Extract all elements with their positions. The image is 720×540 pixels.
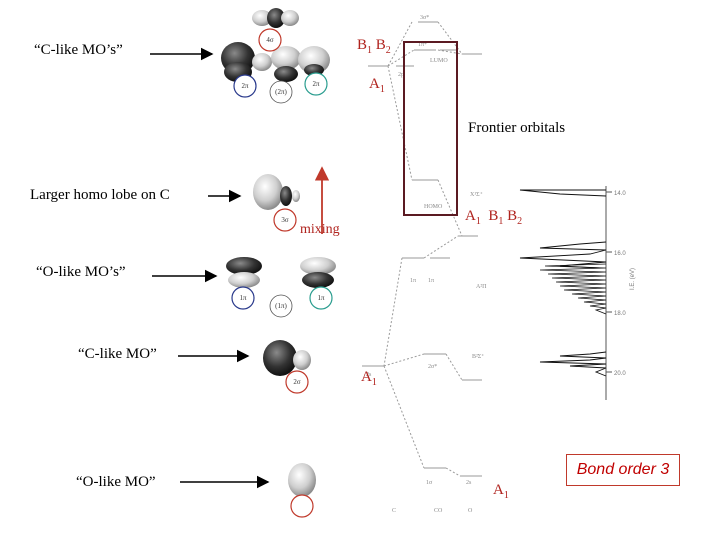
level-2sigma-star: 2σ* [428,364,437,370]
sym-a1-letter: A [369,76,380,92]
level-2s-c: 2s [366,372,372,378]
orbital-1pi-right-image [300,257,336,288]
level-3sigma-star: 3σ* [420,15,429,21]
sym-b1-sub: 1 [498,216,504,227]
level-a-pi: A²Π [476,284,487,290]
sym-a1-letter: A [465,208,476,224]
foot-o: O [468,508,473,514]
sym-b1-sub: 1 [367,45,373,56]
frontier-orbitals-box [403,41,458,216]
tag-1pi-right: 1π [317,294,325,302]
spectrum-tick-18: 18.0 [614,311,626,317]
tag-circle-2pi-top [233,74,257,98]
tag-2sigma: 2σ [293,378,301,386]
tag-circle-4sigma [258,28,282,52]
sym-a1-letter: A [493,482,504,498]
level-1pi-star: 1π* [418,42,427,48]
label-o-like-mos: “O-like MO’s” [36,264,126,280]
sym-a1-bottom: A1 [493,482,509,501]
foot-c: C [392,508,396,514]
sym-b1-b2-top: B1 B2 [357,37,391,56]
level-b-sigma: B²Σ⁺ [472,353,484,360]
sym-a1-lower: A1 [361,369,377,388]
label-c-like-mos: “C-like MO’s” [34,42,123,58]
orbital-4sigma-image [252,8,299,28]
tag-circle-2pi-mid [269,80,293,104]
orbital-1sigma-image [288,463,316,497]
spectrum-tick-20: 20.0 [614,371,626,377]
sym-a1-b1-b2-mid: A1 B1 B2 [465,208,522,227]
level-2p: 2p [398,72,404,78]
sym-a1-top: A1 [369,76,385,95]
label-c-like-mo: “C-like MO” [78,346,157,362]
photoelectron-spectrum [519,186,612,400]
sym-b2-sub: 2 [517,216,523,227]
level-1sigma: 1σ [426,480,433,486]
level-2s-o: 2s [466,480,472,486]
tag-circle-1pi-right [309,286,333,310]
orbital-2pi-top-image [221,42,272,82]
label-larger-homo-lobe: Larger homo lobe on C [30,187,170,203]
label-mixing: mixing [300,222,340,237]
sym-b1-letter: B [488,208,499,224]
sym-b2-letter: B [375,37,386,53]
orbital-2pi-right-image [298,46,330,76]
level-1pi-right: 1π [428,278,434,284]
spectrum-tick-14: 14.0 [614,191,626,197]
orbital-3sigma-image [253,174,300,210]
tag-circle-1sigma [290,494,314,518]
sym-b1-letter: B [357,37,368,53]
spectrum-tick-16: 16.0 [614,251,626,257]
sym-a1-sub: 1 [503,490,509,501]
energy-level-diagram [362,21,482,477]
spectrum-axis-label: I.E. (eV) [630,268,636,290]
sym-a1-sub: 1 [371,377,377,388]
tag-circle-1pi-left [231,286,255,310]
tag-circle-2sigma [285,370,309,394]
sym-a1-sub: 1 [475,216,481,227]
sym-a1-sub: 1 [379,84,385,95]
orbital-1pi-left-image [226,257,262,288]
bond-order-box: Bond order 3 [566,454,680,486]
level-lumo: LUMO [430,58,448,64]
orbital-2sigma-image [263,340,311,376]
label-o-like-mo: “O-like MO” [76,474,156,490]
sym-b2-sub: 2 [385,45,391,56]
level-x-sigma: X¹Σ⁺ [470,191,483,198]
tag-circle-1pi-mid [269,294,293,318]
tag-1pi-mid: (1π) [275,302,287,310]
tag-circle-3sigma [273,208,297,232]
tag-2pi-right: 2π [312,80,320,88]
level-1pi-left: 1π [410,278,416,284]
tag-1pi-left: 1π [239,294,247,302]
level-homo: HOMO [424,204,443,210]
tag-circle-2pi-right [304,72,328,96]
sym-a1-letter: A [361,369,372,385]
tag-2pi-mid: (2π) [275,88,287,96]
tag-4sigma: 4σ [266,36,274,44]
foot-co: CO [434,508,443,514]
tag-2pi-top: 2π [241,82,249,90]
orbital-2pi-mid-image [271,46,301,82]
sym-b2-letter: B [507,208,518,224]
label-frontier-orbitals: Frontier orbitals [468,120,566,136]
tag-3sigma: 3σ [281,216,289,224]
